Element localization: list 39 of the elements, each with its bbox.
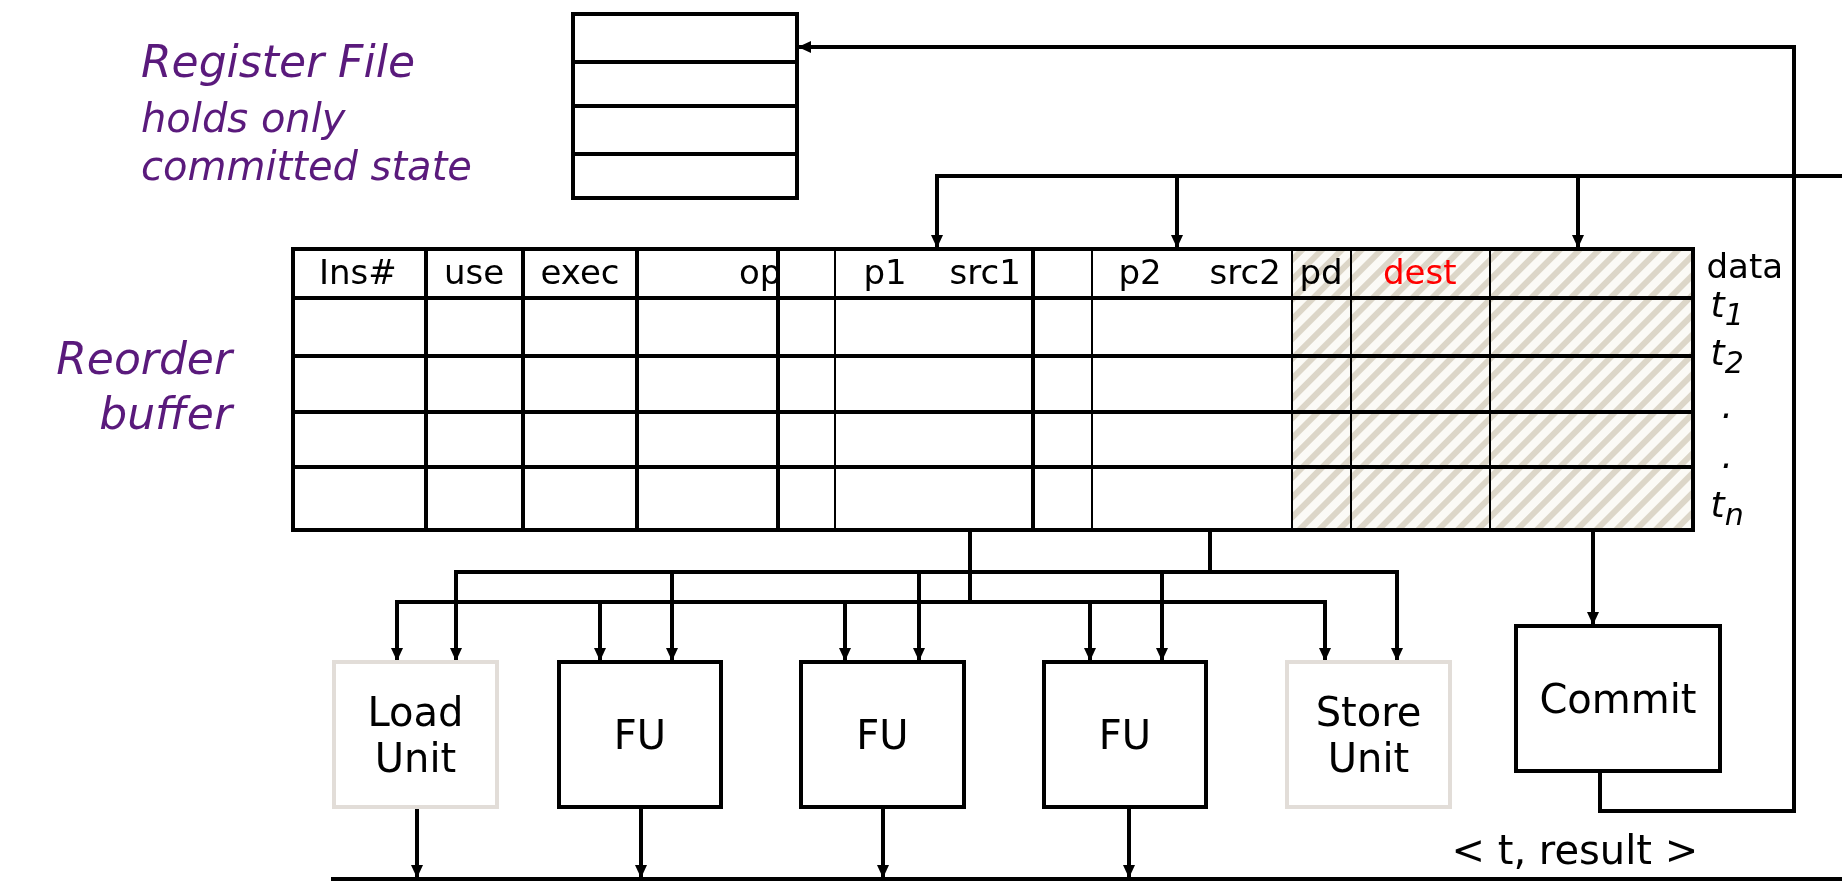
commit-box: [1514, 624, 1722, 773]
column-header: use: [444, 255, 505, 289]
arrow: [877, 809, 889, 878]
unit-label: FU: [1097, 711, 1153, 758]
column-header: exec: [540, 255, 620, 289]
row-tag: .: [1721, 438, 1733, 474]
arrow: [411, 809, 423, 878]
functional-unit-box: [332, 660, 499, 809]
functional-unit-box: [1285, 660, 1452, 809]
arrow: [968, 532, 1331, 661]
unit-label: Load Unit: [366, 688, 465, 781]
arrow: [635, 809, 647, 878]
column-header: pd: [1299, 255, 1343, 289]
column-header: src1: [949, 255, 1021, 289]
arrow: [1208, 532, 1403, 661]
column-header: src2: [1209, 255, 1281, 289]
register-file-title: Register File: [141, 40, 415, 84]
unit-label: Store Unit: [1314, 688, 1423, 781]
column-header: Ins#: [319, 255, 397, 289]
unit-label: FU: [612, 711, 668, 758]
arrow: [798, 41, 1796, 813]
row-tag: .: [1721, 388, 1733, 424]
bus-label: < t, result >: [1451, 830, 1699, 870]
arrow: [1572, 174, 1842, 248]
column-header: p2: [1118, 255, 1162, 289]
column-header: dest: [1383, 255, 1457, 289]
arrow: [1123, 809, 1135, 878]
functional-unit-box: [1042, 660, 1208, 809]
register-file-note: holds only committed state: [141, 94, 473, 190]
unit-label: FU: [855, 711, 910, 758]
arrow: [1587, 532, 1599, 625]
column-header: p1: [863, 255, 907, 289]
row-tag: t$_{n}$: [1710, 486, 1744, 530]
row-tag: t$_{2}$: [1710, 334, 1744, 378]
column-header: data: [1706, 249, 1784, 283]
row-tag: t$_{1}$: [1710, 286, 1744, 330]
functional-unit-box: [799, 660, 966, 809]
unit-label: Commit: [1538, 675, 1698, 722]
functional-unit-box: [557, 660, 723, 809]
